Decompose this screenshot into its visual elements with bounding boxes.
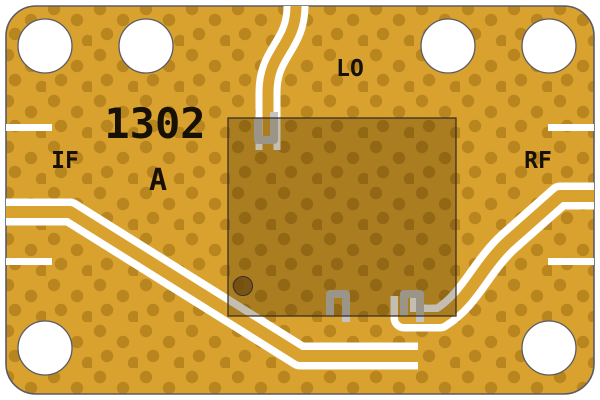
- trace-lo: [255, 6, 309, 150]
- trace-if: [6, 198, 418, 370]
- silk-port-rf: RF: [524, 148, 552, 174]
- mixer-die: [227, 117, 457, 317]
- silk-port-if: IF: [51, 148, 79, 174]
- silk-part-number: 1302: [104, 99, 205, 148]
- silk-revision: A: [149, 163, 167, 198]
- mounting-holes: [17, 18, 577, 376]
- ground-pad-bottom-right: [400, 290, 424, 322]
- ground-pad-bottom-left: [326, 290, 350, 322]
- mounting-hole-top-right-b: [521, 18, 577, 74]
- edge-slot-left-top: [6, 124, 52, 131]
- mounting-hole-bottom-right: [521, 320, 577, 376]
- trace-rf: [390, 182, 594, 332]
- mounting-hole-top-left: [17, 18, 73, 74]
- mounting-hole-bottom-left: [17, 320, 73, 376]
- mounting-hole-top-center: [118, 18, 174, 74]
- silkscreen-labels: 1302 A IF LO RF: [51, 56, 552, 198]
- die-pin1-marker: [232, 275, 254, 297]
- silk-port-lo: LO: [336, 56, 364, 82]
- edge-relief-slots: [6, 124, 594, 265]
- mounting-hole-top-right-a: [420, 18, 476, 74]
- edge-slot-left-bottom: [6, 258, 52, 265]
- die-ground-pads: [254, 112, 424, 322]
- ground-pad-top-left: [254, 112, 278, 144]
- edge-slot-right-top: [548, 124, 594, 131]
- edge-slot-right-bottom: [548, 258, 594, 265]
